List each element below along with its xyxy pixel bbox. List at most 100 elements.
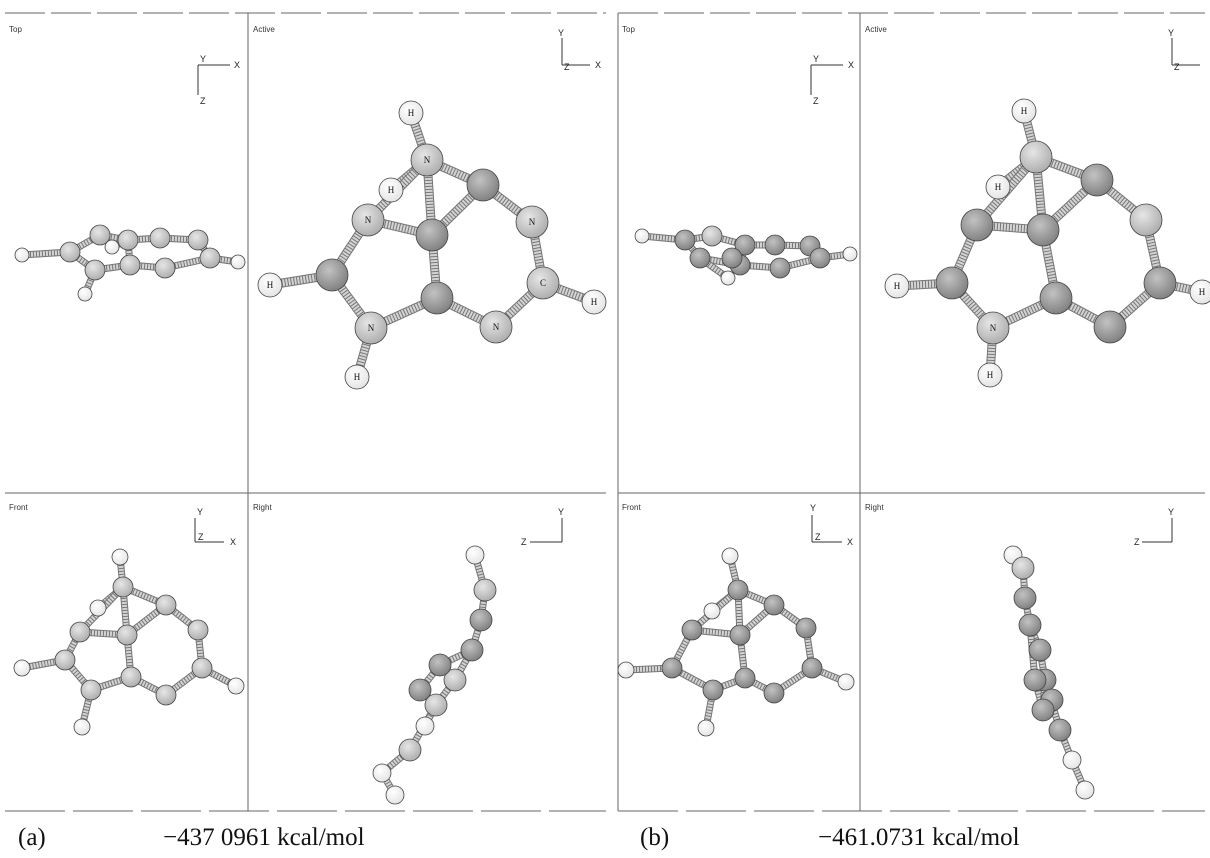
heavy-atom [473,578,497,602]
molecule-b-front [617,547,855,737]
bond [469,619,484,651]
heavy-atom [689,247,711,269]
atom-label: H [267,280,274,290]
heavy-atom [1011,556,1035,580]
hydrogen-atom [720,270,736,286]
heavy-atom [809,247,831,269]
heavy-atom [117,229,139,251]
heavy-atom [701,225,723,247]
atom-label: H [995,182,1002,192]
heavy-atom [116,624,138,646]
view-label-a-active: Active [253,25,275,34]
heavy-atom [351,203,385,237]
hydrogen-atom [89,599,107,617]
heavy-atom [1080,163,1114,197]
atom-label: N [493,322,500,332]
heavy-atom [661,657,683,679]
heavy-atom [801,657,823,679]
hydrogen-atom [14,247,30,263]
bond [418,663,442,692]
axis-z-label: Z [200,96,206,106]
heavy-atom [976,311,1010,345]
view-label-b-top: Top [622,25,635,34]
hydrogen-atom [398,100,424,126]
heavy-atom [191,657,213,679]
heavy-atom [155,684,177,706]
hydrogen-atom [837,673,855,691]
view-label-a-top: Top [9,25,22,34]
axis-triad-b-top [810,64,843,95]
hydrogen-atom [385,785,405,805]
heavy-atom [702,679,724,701]
heavy-atom [443,668,467,692]
view-label-a-front: Front [9,503,28,512]
heavy-atom [769,257,791,279]
axis-triad-a-top [197,64,230,95]
molecule-b-top [634,225,858,286]
panel-a-label: (a) [18,824,46,851]
heavy-atom [1026,213,1060,247]
hydrogen-atom [104,239,120,255]
heavy-atom [424,693,448,717]
hydrogen-atom [634,228,650,244]
heavy-atom [315,258,349,292]
heavy-atom [1018,613,1042,637]
heavy-atom [1129,203,1163,237]
view-label-b-active: Active [865,25,887,34]
atom-label: H [987,370,994,380]
heavy-atom [727,579,749,601]
axis-y-label: Y [1168,28,1174,38]
heavy-atom [515,205,549,239]
atom-label: N [365,215,372,225]
axis-triad-b-right [1142,518,1173,543]
bond [125,603,168,637]
heavy-atom [729,624,751,646]
view-label-b-right: Right [865,503,884,512]
atom-label: H [894,281,901,291]
hydrogen-atom [581,289,607,315]
heavy-atom [415,218,449,252]
molecule-b-right [1003,545,1095,800]
axis-z-label: Z [198,532,204,542]
atom-label: N [529,217,536,227]
atom-label: H [1199,287,1206,297]
heavy-atom [935,266,969,300]
axis-z-label: Z [1174,62,1180,72]
heavy-atom [1093,310,1127,344]
heavy-atom [428,653,452,677]
axis-z-label: Z [1134,537,1140,547]
heavy-atom [84,259,106,281]
heavy-atom [960,208,994,242]
axis-y-label: Y [197,507,203,517]
heavy-atom [764,234,786,256]
axis-y-label: Y [558,507,564,517]
atom-label: N [990,323,997,333]
atom-label: N [424,155,431,165]
heavy-atom [469,608,493,632]
heavy-atom [120,666,142,688]
molecule-a-front [13,548,245,736]
heavy-atom [199,247,221,269]
hydrogen-atom [227,677,245,695]
heavy-atom [795,617,817,639]
hydrogen-atom [1062,750,1082,770]
heavy-atom [398,738,422,762]
heavy-atom [1143,266,1177,300]
hydrogen-atom [1189,279,1210,305]
hydrogen-atom [721,547,739,565]
bond [407,111,431,162]
heavy-atom [1019,140,1053,174]
panel-b-label: (b) [640,824,670,851]
heavy-atom [149,227,171,249]
hydrogen-atom [344,364,370,390]
hydrogen-atom [697,719,715,737]
hydrogen-atom [703,602,721,620]
hydrogen-atom [884,273,910,299]
hydrogen-atom [977,362,1003,388]
axis-x-label: X [230,537,236,547]
hydrogen-atom [842,246,858,262]
axis-triad-a-front [194,518,224,543]
